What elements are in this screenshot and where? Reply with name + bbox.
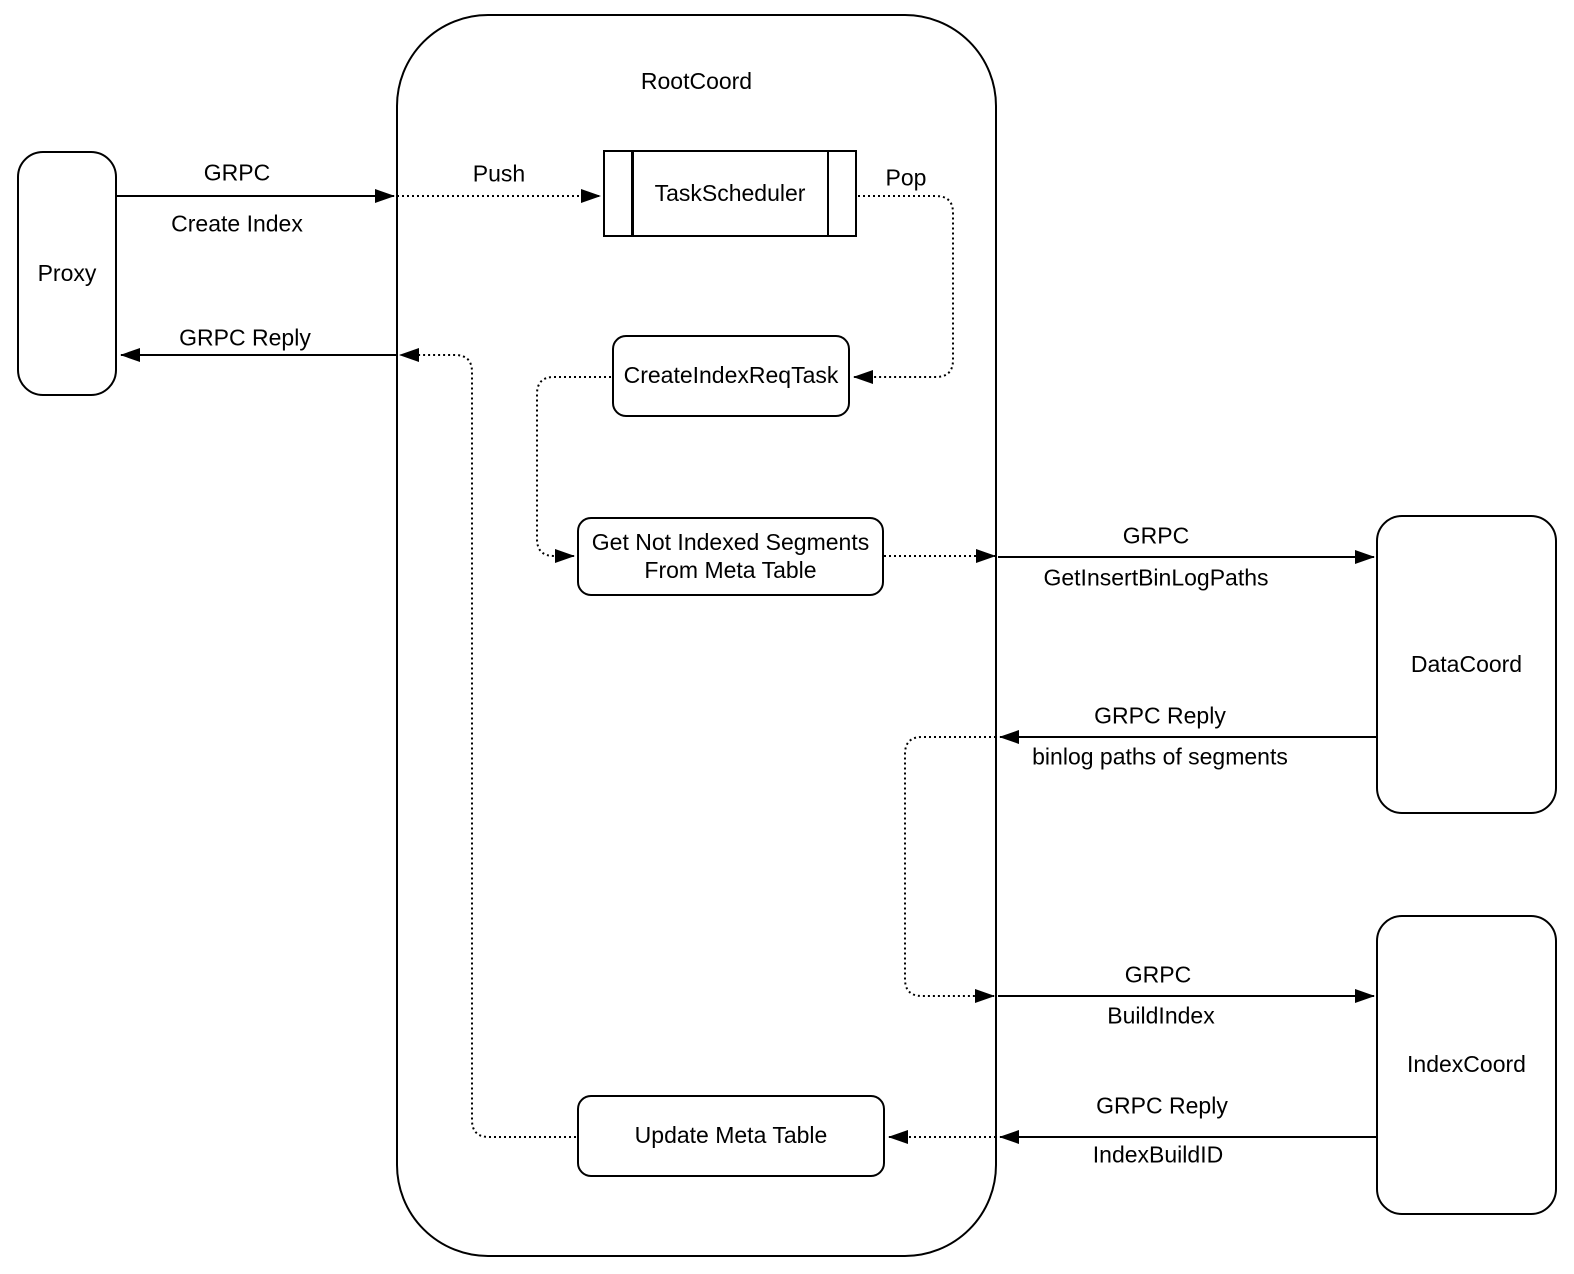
datacoord-label: DataCoord — [1410, 650, 1523, 677]
rootcoord-title: RootCoord — [640, 68, 753, 94]
taskscheduler-left-bar — [631, 151, 634, 236]
taskscheduler-right-bar — [826, 151, 829, 236]
update-meta-table-label: Update Meta Table — [634, 1122, 828, 1149]
get-not-indexed-segments-node: Get Not Indexed Segments From Meta Table — [577, 517, 884, 596]
proxy-node: Proxy — [17, 151, 117, 396]
create-index-req-task-node: CreateIndexReqTask — [612, 335, 850, 417]
indexcoord-label: IndexCoord — [1407, 1051, 1526, 1078]
edge-label-buildindex: BuildIndex — [1104, 1002, 1218, 1030]
edge-label-getinsertbinlogpaths-grpc: GRPC — [1119, 522, 1193, 550]
edge-label-push: Push — [469, 160, 529, 188]
edge-label-indexbuildid-reply: IndexBuildID — [1089, 1141, 1227, 1169]
edge-label-buildindex-grpc: GRPC — [1121, 961, 1195, 989]
edge-label-getinsertbinlogpaths: GetInsertBinLogPaths — [1040, 564, 1272, 592]
edge-label-indexbuildid-reply-grpc: GRPC Reply — [1093, 1092, 1231, 1120]
proxy-label: Proxy — [37, 259, 97, 286]
datacoord-node: DataCoord — [1376, 515, 1557, 814]
edge-label-create-index: Create Index — [168, 210, 306, 238]
edge-label-grpc-reply-proxy: GRPC Reply — [176, 324, 314, 352]
get-not-indexed-segments-line2: From Meta Table — [644, 556, 817, 583]
edge-label-binlog-reply: binlog paths of segments — [1029, 743, 1291, 771]
edge-label-binlog-reply-grpc: GRPC Reply — [1091, 702, 1229, 730]
create-index-req-task-label: CreateIndexReqTask — [623, 362, 839, 389]
update-meta-table-node: Update Meta Table — [577, 1095, 885, 1177]
get-not-indexed-segments-label: Get Not Indexed Segments From Meta Table — [592, 529, 869, 583]
taskscheduler-node: TaskScheduler — [603, 150, 857, 237]
taskscheduler-label: TaskScheduler — [654, 179, 806, 206]
edge-label-pop: Pop — [882, 164, 930, 192]
get-not-indexed-segments-line1: Get Not Indexed Segments — [591, 529, 870, 556]
edge-label-create-index-grpc: GRPC — [200, 159, 274, 187]
indexcoord-node: IndexCoord — [1376, 915, 1557, 1215]
